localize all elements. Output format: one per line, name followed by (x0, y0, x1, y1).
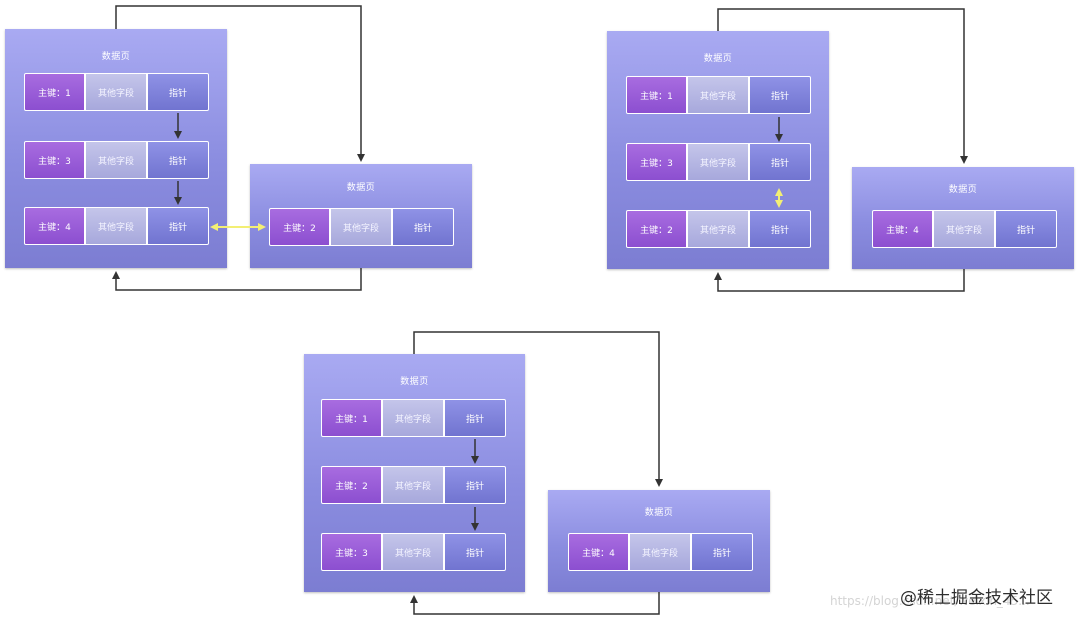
primary-key-cell: 主键：4 (872, 210, 933, 248)
table-row: 主键：3 其他字段 指针 (24, 141, 210, 183)
pointer-cell: 指针 (392, 208, 454, 246)
primary-key-cell: 主键：4 (568, 533, 629, 571)
diagram2-right-page: 数据页 主键：4 其他字段 指针 (852, 167, 1074, 269)
pointer-cell: 指针 (749, 143, 811, 181)
table-row: 主键：3 其他字段 指针 (321, 533, 507, 575)
table-row: 主键：4 其他字段 指针 (24, 207, 210, 249)
other-fields-cell: 其他字段 (85, 141, 147, 179)
primary-key-cell: 主键：3 (626, 143, 687, 181)
other-fields-cell: 其他字段 (687, 143, 749, 181)
diagram1-right-page: 数据页 主键：2 其他字段 指针 (250, 164, 472, 268)
pointer-cell: 指针 (147, 207, 209, 245)
primary-key-cell: 主键：1 (24, 73, 85, 111)
primary-key-cell: 主键：2 (321, 466, 382, 504)
next-page-link (717, 8, 968, 164)
other-fields-cell: 其他字段 (629, 533, 691, 571)
primary-key-cell: 主键：2 (626, 210, 687, 248)
pointer-cell: 指针 (749, 76, 811, 114)
pointer-cell: 指针 (444, 533, 506, 571)
primary-key-cell: 主键：1 (321, 399, 382, 437)
primary-key-cell: 主键：4 (24, 207, 85, 245)
table-row: 主键：2 其他字段 指针 (626, 210, 812, 252)
other-fields-cell: 其他字段 (382, 399, 444, 437)
table-row: 主键：1 其他字段 指针 (626, 76, 812, 118)
next-page-link (413, 331, 663, 487)
page-title: 数据页 (400, 377, 429, 387)
next-page-link (115, 5, 365, 162)
diagram3-left-page: 数据页 主键：1 其他字段 指针 主键：2 其他字段 指针 主键：3 其他字段 … (304, 354, 525, 592)
other-fields-cell: 其他字段 (382, 533, 444, 571)
other-fields-cell: 其他字段 (687, 76, 749, 114)
other-fields-cell: 其他字段 (687, 210, 749, 248)
page-title: 数据页 (101, 52, 131, 62)
diagram2-left-page: 数据页 主键：1 其他字段 指针 主键：3 其他字段 指针 主键：2 其他字段 … (607, 31, 829, 269)
prev-page-link (410, 592, 660, 615)
table-row: 主键：1 其他字段 指针 (24, 73, 210, 115)
page-title: 数据页 (644, 508, 674, 518)
prev-page-link (714, 269, 965, 292)
watermark-url: https://blog.csdn.net/weixin_45... (830, 594, 1030, 608)
page-title: 数据页 (703, 54, 733, 64)
pointer-cell: 指针 (995, 210, 1057, 248)
other-fields-cell: 其他字段 (85, 73, 147, 111)
brand-watermark: @稀土掘金技术社区 (900, 588, 1053, 608)
primary-key-cell: 主键：2 (269, 208, 330, 246)
pointer-cell: 指针 (147, 141, 209, 179)
table-row: 主键：3 其他字段 指针 (626, 143, 812, 185)
table-row: 主键：1 其他字段 指针 (321, 399, 507, 441)
other-fields-cell: 其他字段 (85, 207, 147, 245)
other-fields-cell: 其他字段 (330, 208, 392, 246)
table-row: 主键：2 其他字段 指针 (269, 208, 455, 250)
page-title: 数据页 (948, 185, 978, 195)
table-row: 主键：2 其他字段 指针 (321, 466, 507, 508)
pointer-cell: 指针 (691, 533, 753, 571)
diagram1-left-page: 数据页 主键：1 其他字段 指针 主键：3 其他字段 指针 主键：4 其他字段 … (5, 29, 227, 268)
other-fields-cell: 其他字段 (382, 466, 444, 504)
primary-key-cell: 主键：3 (321, 533, 382, 571)
other-fields-cell: 其他字段 (933, 210, 995, 248)
pointer-cell: 指针 (444, 399, 506, 437)
pointer-cell: 指针 (444, 466, 506, 504)
pointer-cell: 指针 (749, 210, 811, 248)
table-row: 主键：4 其他字段 指针 (568, 533, 754, 575)
table-row: 主键：4 其他字段 指针 (872, 210, 1058, 252)
prev-page-link (112, 268, 362, 291)
pointer-cell: 指针 (147, 73, 209, 111)
page-title: 数据页 (346, 183, 376, 193)
diagram3-right-page: 数据页 主键：4 其他字段 指针 (548, 490, 770, 592)
primary-key-cell: 主键：1 (626, 76, 687, 114)
primary-key-cell: 主键：3 (24, 141, 85, 179)
